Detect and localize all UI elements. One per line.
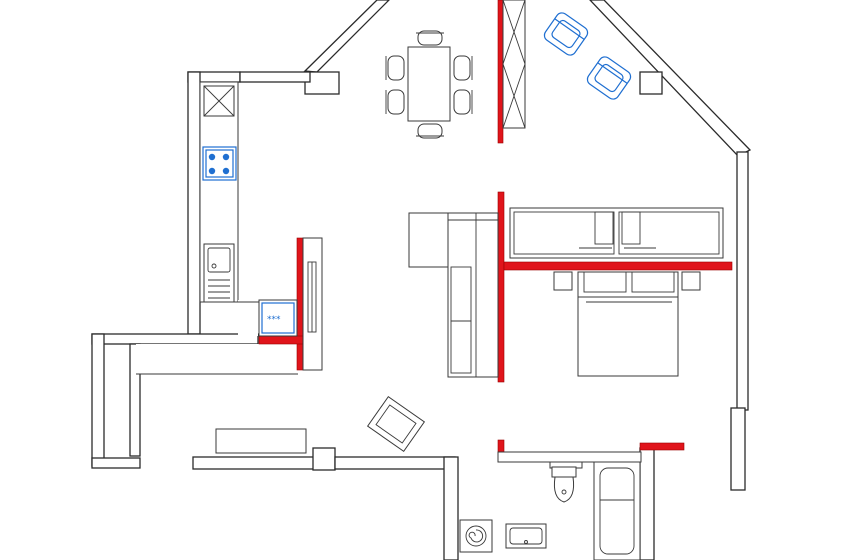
washbasin [505, 523, 547, 549]
wardrobes [509, 207, 724, 259]
svg-text:***: *** [267, 315, 281, 325]
double-bed [553, 271, 701, 377]
corner-sofa [408, 212, 499, 378]
bathroom [459, 451, 642, 560]
exterior-walls [91, 0, 752, 560]
top-cabinet [502, 0, 526, 129]
dining-table [385, 30, 473, 139]
washing-machine [459, 519, 493, 553]
armchair [366, 395, 426, 453]
toilet [551, 466, 577, 503]
kitchen-sink [203, 243, 235, 303]
kitchen-island [302, 237, 323, 371]
tv-unit [215, 428, 307, 454]
gas-hob [202, 146, 237, 181]
kitchen-counter: *** [199, 81, 298, 337]
armchairs [543, 12, 632, 100]
bathtub [593, 461, 641, 560]
